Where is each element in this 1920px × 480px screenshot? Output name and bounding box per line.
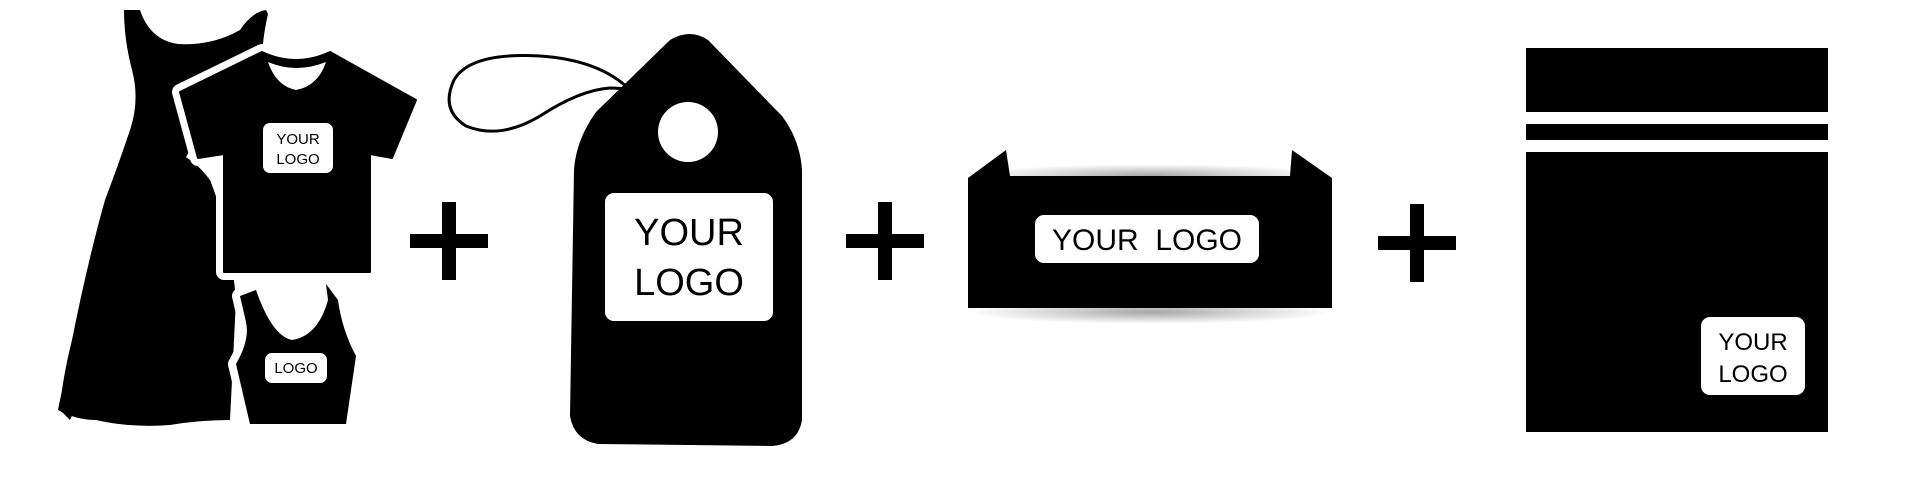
hang-tag-group: YOUR LOGO — [447, 34, 802, 446]
bag-group: YOUR LOGO — [1526, 48, 1828, 432]
tag-hole — [658, 102, 718, 162]
box-logo-text: YOUR LOGO — [1052, 224, 1242, 257]
bag-logo-badge — [1699, 315, 1807, 397]
bag-zip-strip — [1526, 124, 1828, 140]
clothing-group: YOUR LOGO LOGO — [58, 10, 424, 432]
tag-logo-line1: YOUR — [634, 212, 744, 254]
bag-logo-line2: LOGO — [1718, 361, 1787, 388]
plus-icon — [1378, 204, 1456, 282]
tshirt-logo-badge — [261, 121, 335, 175]
plus-icon — [410, 202, 488, 280]
tshirt-logo-line1: YOUR — [276, 131, 320, 148]
tshirt-collar — [268, 62, 326, 90]
tshirt-logo-line2: LOGO — [276, 151, 319, 168]
plus-icon — [846, 202, 924, 280]
tag-logo-line2: LOGO — [634, 262, 744, 304]
tag-string — [447, 54, 648, 133]
tank-logo-badge — [263, 351, 329, 385]
tag-logo-badge — [603, 191, 775, 323]
box-logo-badge — [1033, 213, 1261, 265]
bag-logo-line1: YOUR — [1718, 329, 1787, 356]
dress-skirt — [58, 148, 236, 426]
bag-top-strip — [1526, 48, 1828, 112]
box-tray-group: YOUR LOGO — [968, 150, 1332, 324]
tank-logo-text: LOGO — [274, 360, 317, 377]
